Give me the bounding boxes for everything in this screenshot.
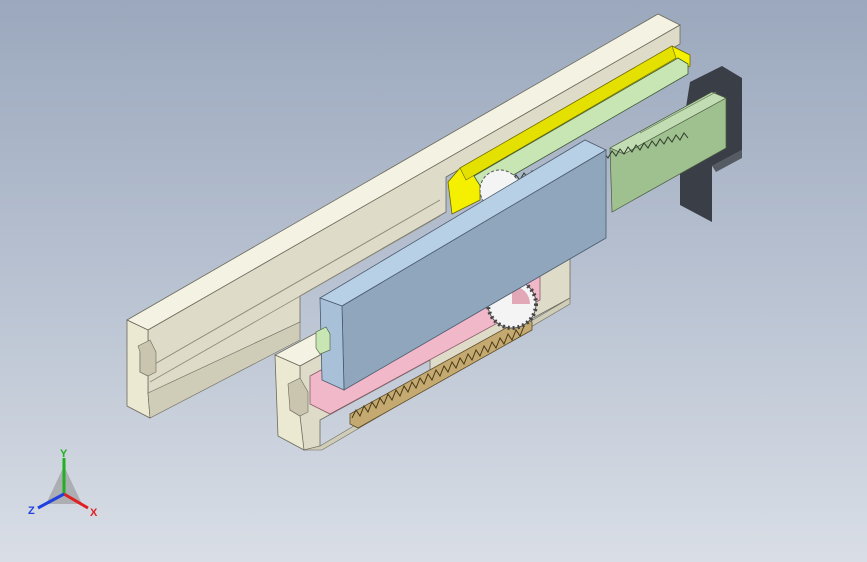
x-axis-label: X: [90, 507, 98, 519]
x-axis-line: [63, 492, 89, 510]
y-axis-label: Y: [60, 448, 68, 460]
z-axis-label: Z: [28, 505, 35, 517]
z-axis-line: [37, 492, 65, 510]
blue-slider-block[interactable]: [315, 139, 607, 391]
coordinate-triad: Y X Z: [28, 448, 98, 519]
green-carriage[interactable]: [609, 91, 727, 213]
